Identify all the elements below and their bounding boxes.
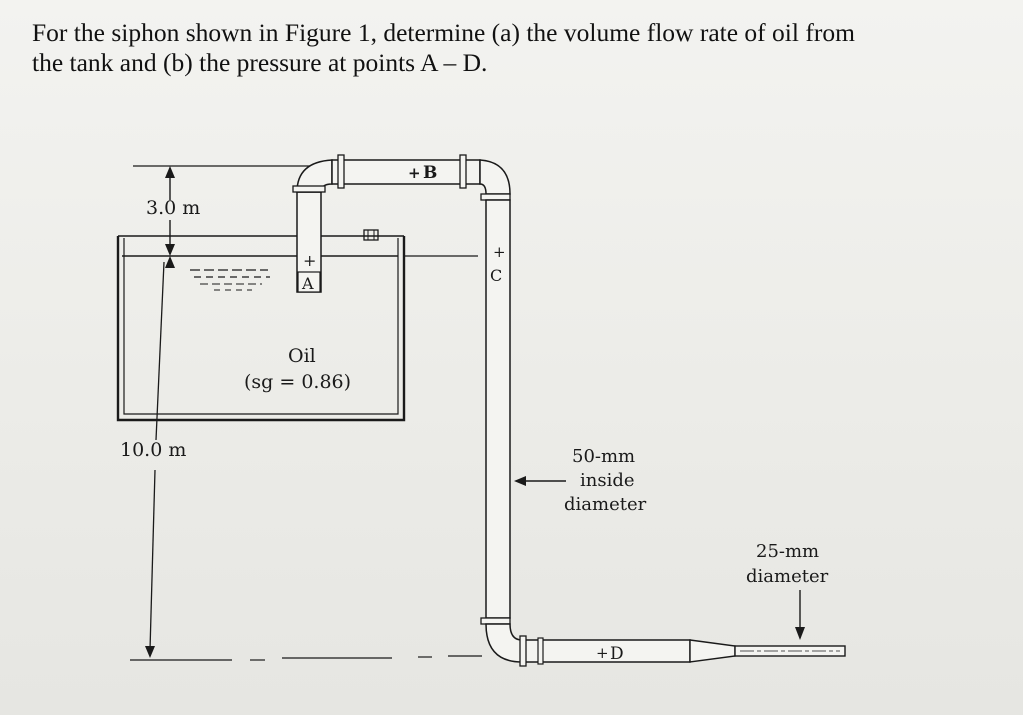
dimension-lines: [130, 165, 482, 661]
figure-labels: 3.0 m 10.0 m Oil (sg = 0.86) + A + B + C…: [120, 163, 829, 664]
top-flange-right: [459, 154, 467, 189]
problem-line-1: For the siphon shown in Figure 1, determ…: [32, 18, 855, 47]
nozzle-label-line-2: diameter: [746, 566, 829, 587]
point-a-marker: +: [303, 251, 316, 270]
dim-label-3m: 3.0 m: [146, 197, 200, 219]
bottom-elbow: [485, 623, 523, 663]
vent-fitting: [363, 229, 379, 241]
downleg-top-flange: [480, 193, 511, 201]
pipe-label-line-3: diameter: [564, 494, 647, 515]
fluid-sg-label: (sg = 0.86): [244, 371, 351, 393]
point-c-marker: +: [493, 243, 506, 261]
nozzle-label-arrowhead: [795, 627, 805, 640]
intake-flange: [292, 185, 326, 193]
fluid-name-label: Oil: [288, 345, 316, 367]
nozzle-taper: [689, 639, 736, 663]
problem-statement: For the siphon shown in Figure 1, determ…: [32, 18, 1007, 78]
top-horizontal-pipe: [331, 159, 481, 185]
downleg-bottom-flange: [480, 617, 511, 625]
point-d-marker: +: [596, 644, 609, 662]
pipe-label-line-1: 50-mm: [572, 446, 635, 467]
point-d-label: D: [610, 644, 624, 664]
pipe-label-arrowhead: [514, 476, 526, 486]
dim-3m-up-arrowhead: [165, 166, 175, 178]
bottom-flange-second: [537, 637, 544, 665]
outlet-elbow: [479, 159, 511, 195]
tank-inner-wall: [123, 238, 399, 415]
point-c-label: C: [490, 266, 502, 285]
pipe-label-line-2: inside: [580, 470, 635, 491]
dim-10m-up-arrowhead: [165, 256, 175, 268]
point-a-box: [297, 271, 321, 293]
tank-outer-wall: [116, 236, 406, 422]
point-b-marker: +: [408, 164, 421, 182]
dim-3m-down-arrowhead: [165, 244, 175, 256]
problem-line-2: the tank and (b) the pressure at points …: [32, 48, 488, 77]
top-flange-left: [337, 154, 345, 189]
dim-10m-lower-line: [149, 469, 156, 651]
point-a-label: A: [301, 274, 314, 293]
siphon-pipe: [292, 154, 846, 667]
point-b-label: B: [423, 163, 437, 183]
vertical-downleg: [485, 199, 511, 619]
dim-10m-upper-line: [155, 261, 165, 441]
oil-tank: [116, 229, 406, 422]
dim-label-10m: 10.0 m: [120, 439, 186, 461]
dim-10m-down-arrowhead: [145, 646, 155, 658]
nozzle-label-line-1: 25-mm: [756, 541, 819, 562]
bottom-flange-left: [519, 635, 527, 667]
